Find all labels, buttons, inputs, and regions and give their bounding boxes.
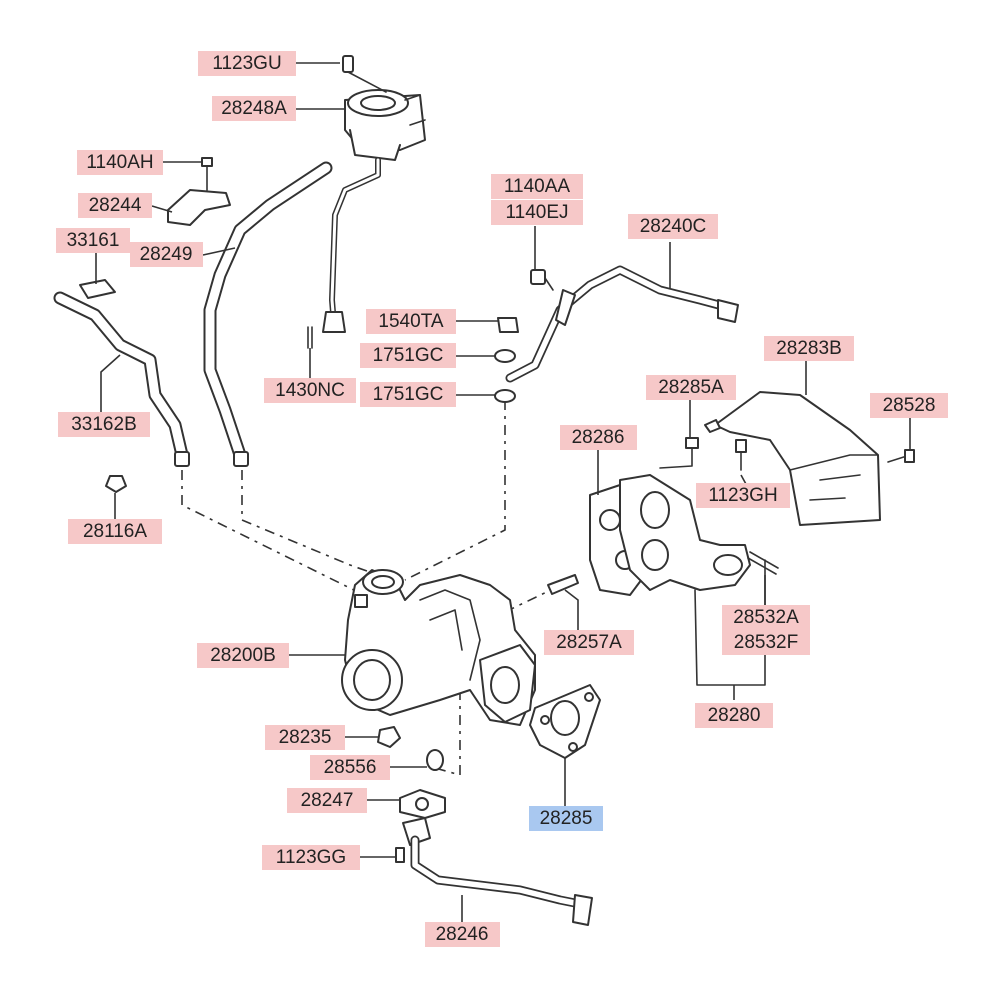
gasket-28285 [529, 684, 601, 759]
bolt-28285a [659, 437, 699, 469]
label-28249: 28249 [130, 242, 203, 267]
leader-lines [95, 62, 911, 922]
svg-text:28235: 28235 [279, 727, 332, 748]
svg-text:28285: 28285 [540, 808, 593, 829]
svg-text:28249: 28249 [140, 244, 193, 265]
label-28556: 28556 [310, 755, 390, 780]
svg-text:28116A: 28116A [83, 521, 147, 542]
stud-28257a [547, 574, 579, 595]
gasket-28247 [399, 789, 446, 819]
label-1123gu: 1123GU [198, 51, 296, 76]
hose-33162b [53, 291, 190, 467]
washer-1751gc-b [494, 389, 516, 403]
svg-text:1540TA: 1540TA [378, 311, 443, 332]
svg-text:1140AA: 1140AA [504, 176, 571, 197]
label-1123gg: 1123GG [262, 845, 360, 870]
label-28257a: 28257A [544, 630, 634, 655]
label-33161: 33161 [56, 228, 130, 253]
label-28283b: 28283B [764, 336, 854, 361]
svg-text:28532A: 28532A [733, 607, 799, 628]
svg-text:1123GU: 1123GU [212, 53, 281, 74]
banjo-bolt-1540ta [497, 317, 519, 333]
label-28116a: 28116A [68, 519, 162, 544]
svg-text:28280: 28280 [708, 705, 761, 726]
label-1140ej: 1140EJ [491, 200, 583, 225]
svg-text:1140AH: 1140AH [86, 152, 153, 173]
svg-text:28244: 28244 [89, 195, 142, 216]
hose-28249 [203, 161, 333, 467]
label-28532f: 28532F [722, 630, 810, 655]
bolt-1123gh [735, 439, 747, 471]
exhaust-manifold-28280 [619, 474, 766, 686]
svg-text:1140EJ: 1140EJ [505, 202, 568, 223]
assembly-dashed-lines [181, 400, 556, 777]
label-1123gh: 1123GH [696, 483, 790, 508]
bolt-1140aa [530, 269, 554, 291]
svg-text:28246: 28246 [436, 924, 489, 945]
actuator-28248a [322, 89, 426, 333]
svg-text:28556: 28556 [324, 757, 377, 778]
svg-text:1123GG: 1123GG [276, 847, 346, 868]
label-1540ta: 1540TA [366, 309, 456, 334]
stud-28532 [747, 551, 779, 575]
svg-text:28283B: 28283B [776, 338, 842, 359]
bolt-28528 [887, 449, 915, 463]
label-28240c: 28240C [628, 214, 718, 239]
svg-text:28532F: 28532F [734, 632, 798, 653]
nut-28116a [105, 475, 127, 493]
label-28235: 28235 [265, 725, 345, 750]
svg-text:28247: 28247 [301, 790, 354, 811]
svg-text:28285A: 28285A [658, 377, 724, 398]
label-1751gc-b: 1751GC [360, 382, 456, 407]
bolt-1123gu [342, 55, 387, 93]
label-33162b: 33162B [58, 412, 150, 437]
svg-text:1751GC: 1751GC [373, 345, 444, 366]
svg-text:1751GC: 1751GC [373, 384, 444, 405]
washer-1751gc-a [494, 349, 516, 363]
label-28247: 28247 [287, 788, 367, 813]
svg-text:33161: 33161 [67, 230, 120, 251]
label-28286: 28286 [560, 425, 637, 450]
oil-pipe-28240c [505, 265, 739, 383]
svg-text:1430NC: 1430NC [275, 380, 345, 401]
drain-pipe-28246 [402, 817, 593, 926]
svg-text:28248A: 28248A [221, 98, 287, 119]
label-1751gc-a: 1751GC [360, 343, 456, 368]
washer-28556 [426, 749, 444, 771]
svg-text:28240C: 28240C [640, 216, 707, 237]
svg-text:28200B: 28200B [210, 645, 276, 666]
pin-1430nc [307, 326, 313, 349]
label-28248a: 28248A [212, 96, 296, 121]
label-1140ah: 1140AH [77, 150, 163, 175]
label-28285: 28285 [529, 806, 603, 831]
svg-text:28257A: 28257A [556, 632, 622, 653]
svg-text:28528: 28528 [883, 395, 936, 416]
label-28285a: 28285A [646, 375, 736, 400]
label-1140aa: 1140AA [491, 174, 583, 199]
label-28200b: 28200B [197, 643, 289, 668]
bolt-1123gg [395, 847, 405, 863]
nut-28235 [377, 726, 401, 748]
clip-33161 [79, 279, 116, 299]
label-1430nc: 1430NC [264, 378, 356, 403]
heat-shield-28283b [704, 391, 881, 526]
turbocharger-28200b [341, 569, 536, 726]
svg-text:28286: 28286 [572, 427, 625, 448]
label-28244: 28244 [78, 193, 152, 218]
label-28280: 28280 [695, 703, 773, 728]
label-28532a: 28532A [722, 605, 810, 630]
svg-text:33162B: 33162B [71, 414, 137, 435]
bracket-28244 [167, 157, 231, 226]
label-28246: 28246 [425, 922, 500, 947]
svg-text:1123GH: 1123GH [708, 485, 777, 506]
label-28528: 28528 [870, 393, 948, 418]
